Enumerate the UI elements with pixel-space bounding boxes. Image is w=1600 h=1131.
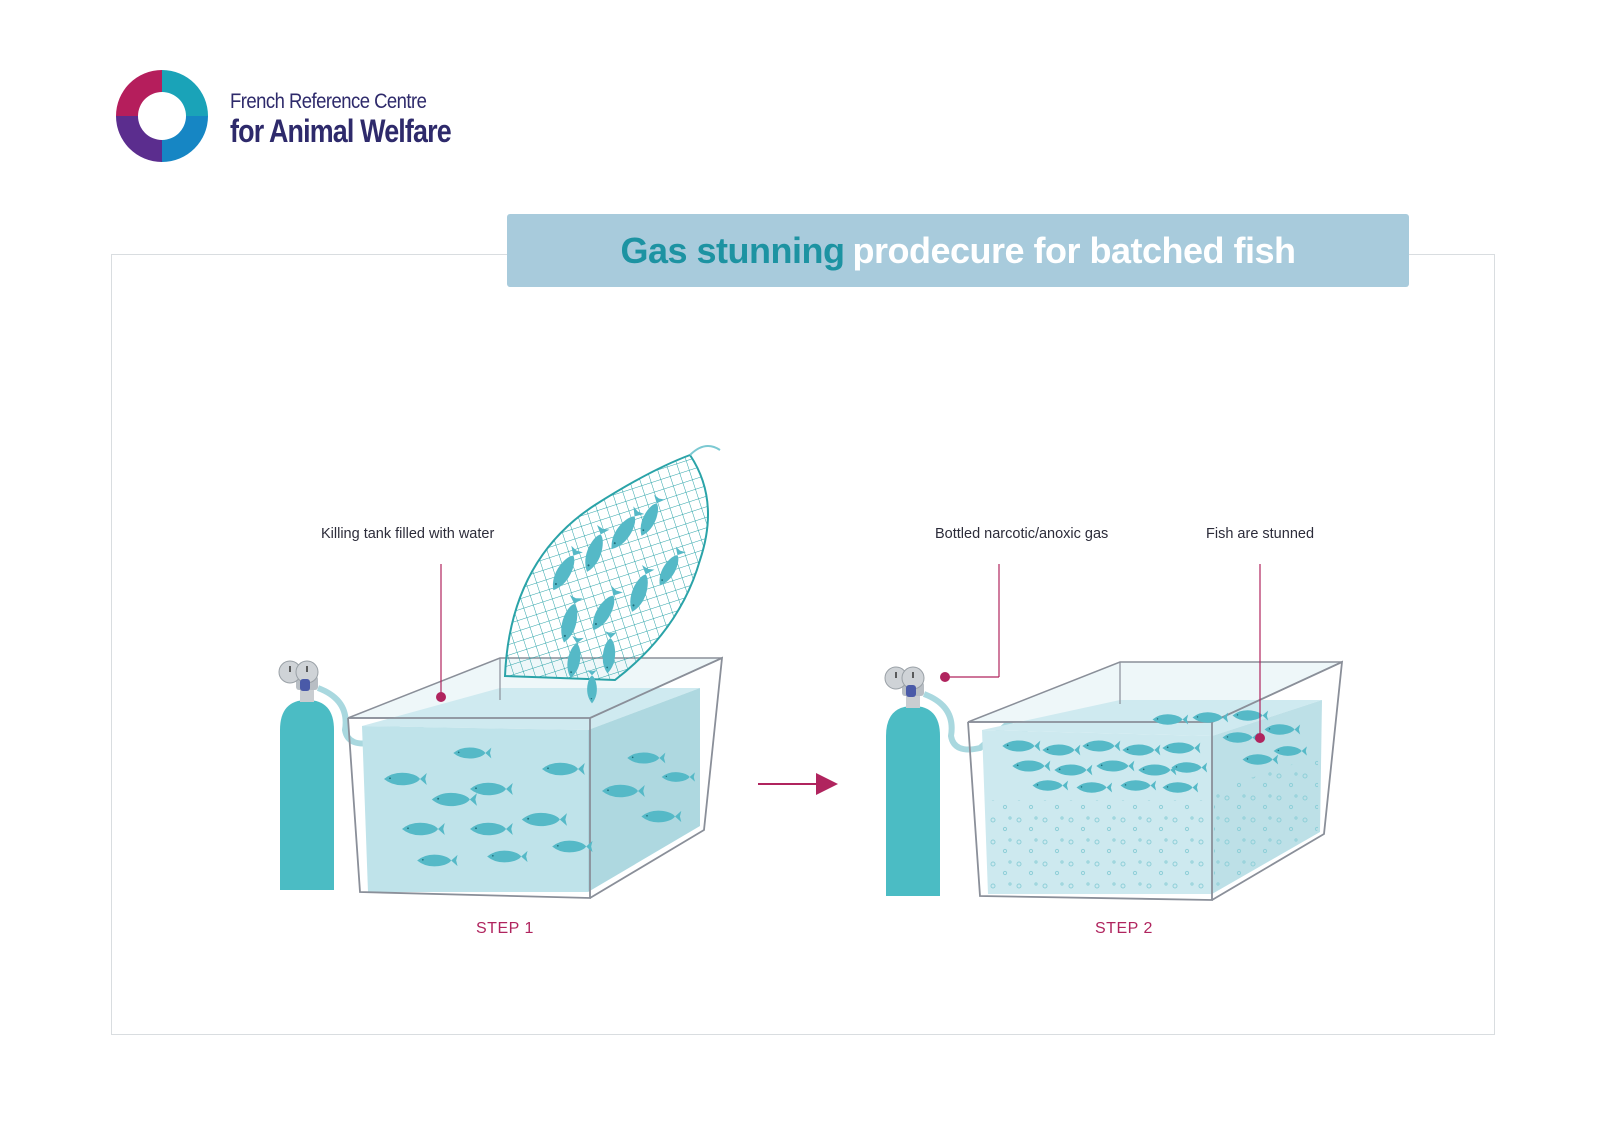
step1-callout-dot-icon — [436, 692, 446, 702]
step-arrow-icon — [758, 773, 838, 795]
step-2-label: STEP 2 — [1095, 920, 1153, 937]
logo-mark-icon — [116, 70, 208, 162]
step2-gas-callout-dot-icon — [940, 672, 950, 682]
title-highlight: Gas stunning — [620, 229, 845, 271]
step2-scene — [884, 564, 1344, 901]
gas-cylinder-2-icon — [884, 666, 940, 896]
step1-scene — [278, 445, 724, 899]
logo-line-1: French Reference Centre — [230, 90, 427, 113]
title-bar: Gas stunning prodecure for batched fish — [507, 214, 1409, 287]
logo: French Reference Centre for Animal Welfa… — [112, 66, 452, 166]
label-killing-tank: Killing tank filled with water — [321, 526, 495, 542]
logo-line-2: for Animal Welfare — [230, 113, 452, 149]
title-rest: prodecure for batched fish — [852, 229, 1296, 271]
label-fish-stunned: Fish are stunned — [1206, 526, 1315, 542]
gas-cylinder-1-icon — [278, 660, 334, 890]
label-bottled-gas: Bottled narcotic/anoxic gas — [935, 526, 1109, 542]
step2-fish-callout-dot-icon — [1255, 733, 1265, 743]
fish-net-icon — [503, 445, 721, 704]
step-1-label: STEP 1 — [476, 920, 534, 937]
